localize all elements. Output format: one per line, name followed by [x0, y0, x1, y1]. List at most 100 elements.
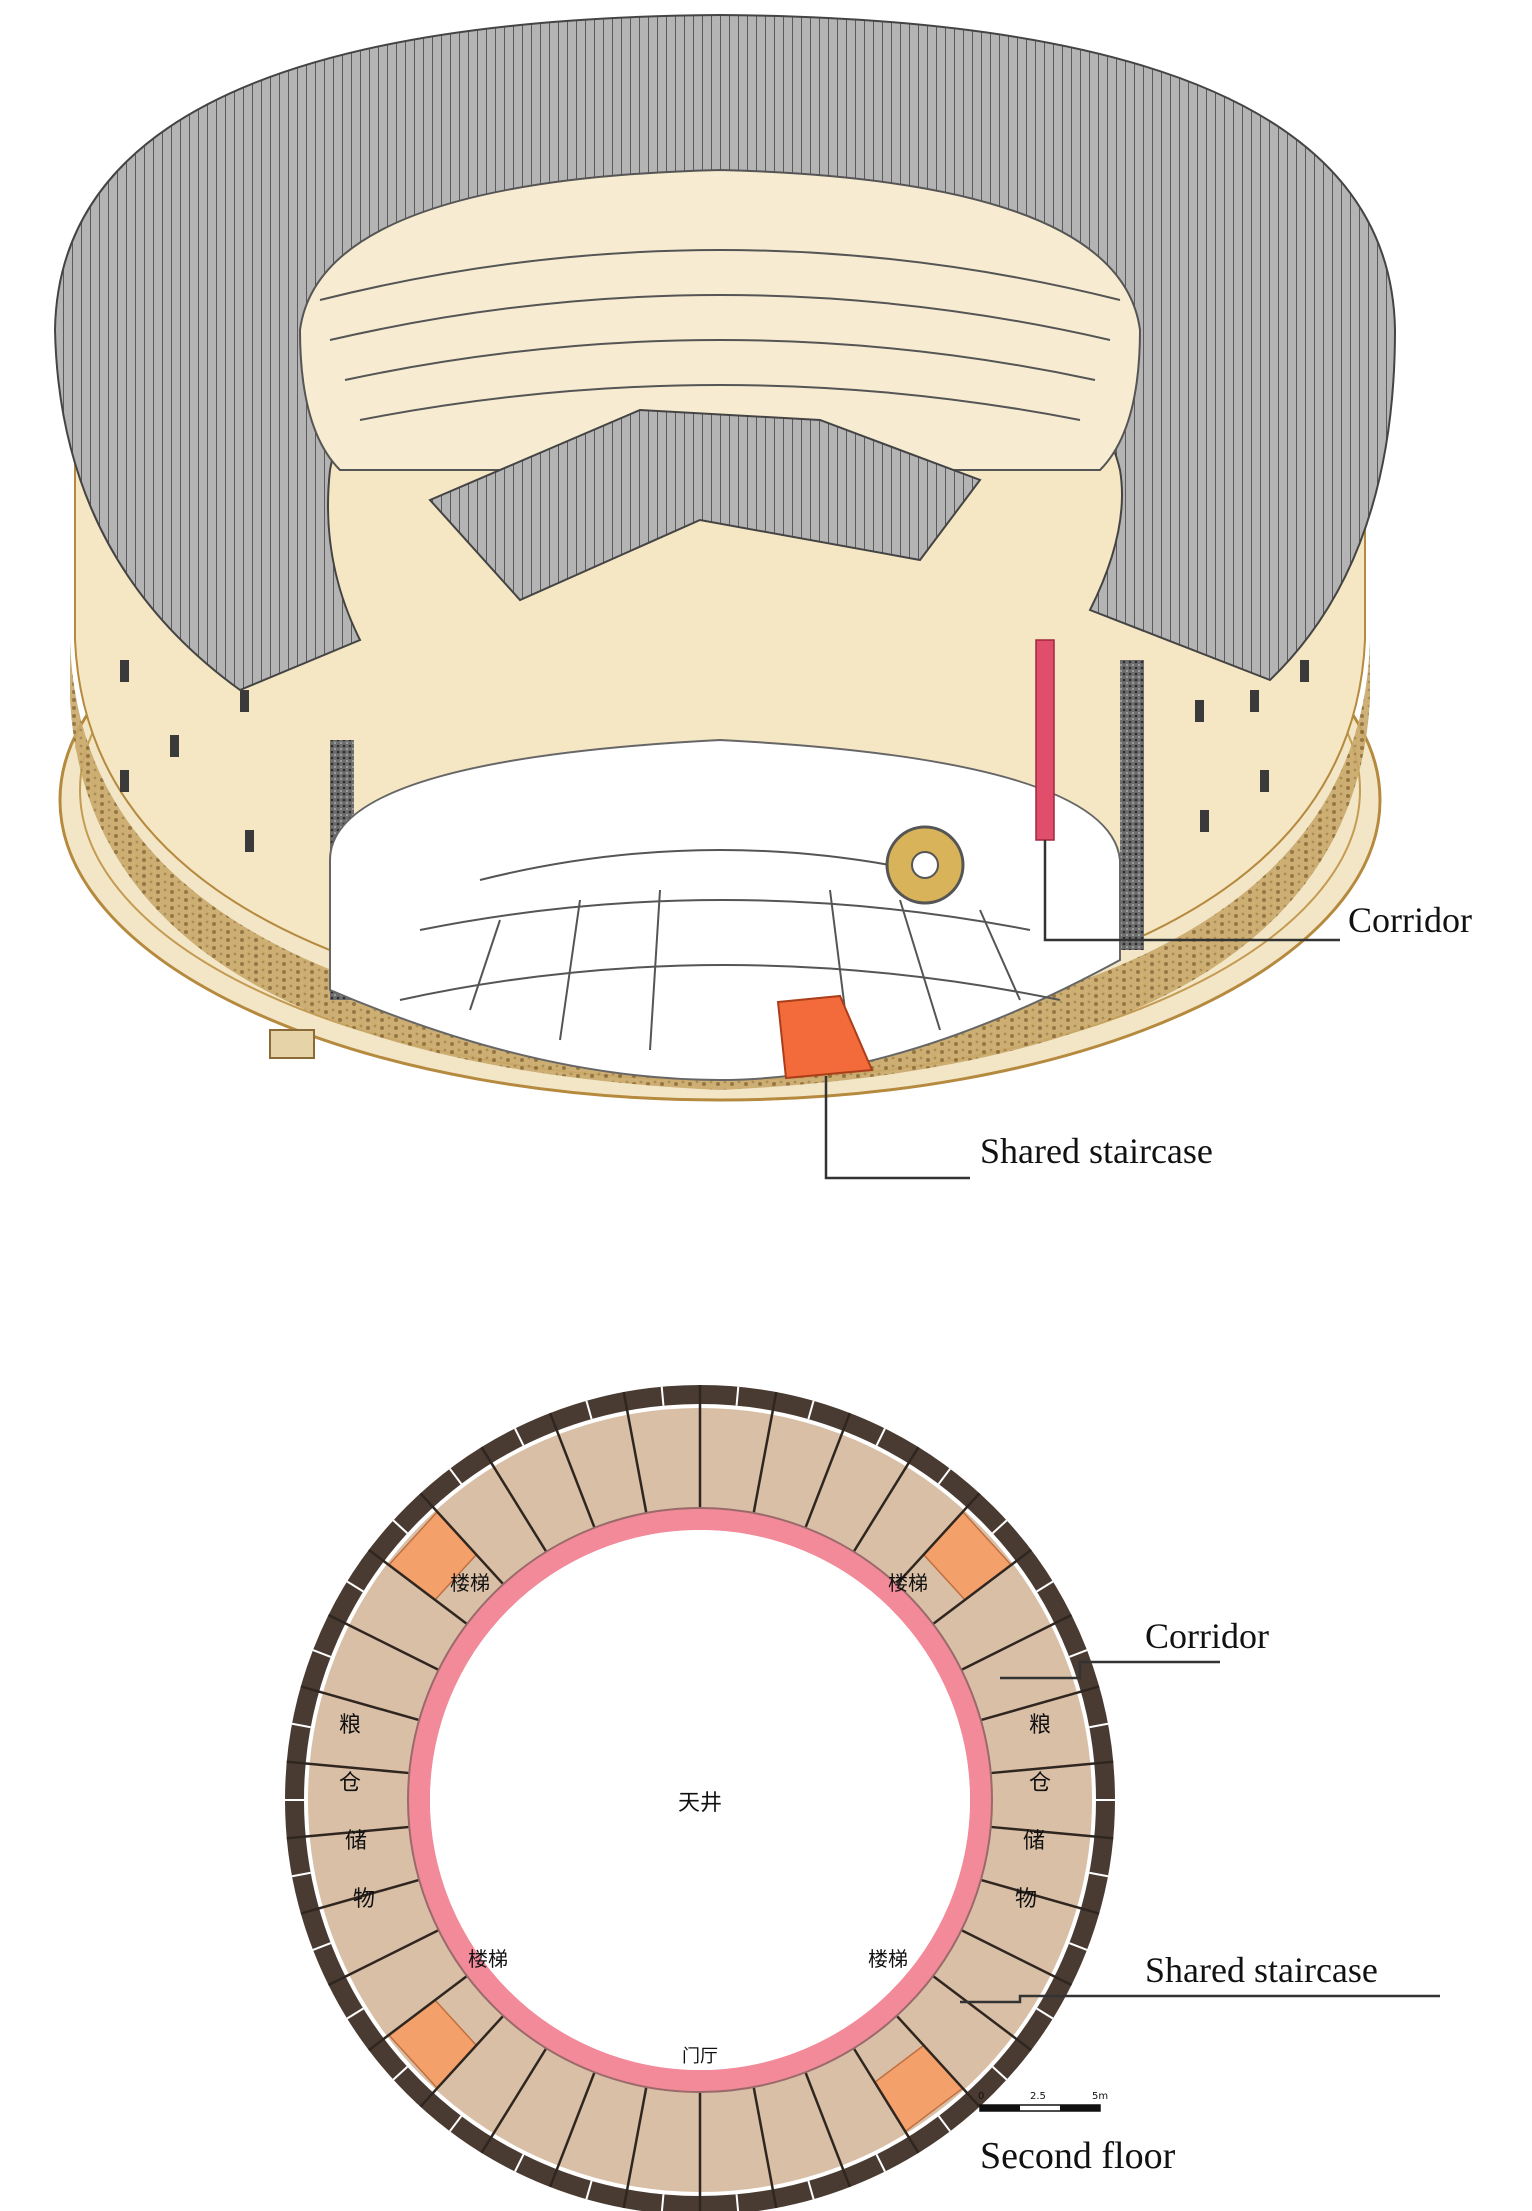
- floor-label: Second floor: [980, 2135, 1176, 2177]
- window-notch: [807, 2180, 815, 2200]
- window-notch: [346, 2007, 364, 2020]
- entrance-text: 门厅: [682, 2046, 718, 2067]
- room-divider: [622, 2086, 648, 2209]
- room-divider: [286, 1760, 410, 1775]
- window-notch: [1036, 1580, 1054, 1593]
- corridor-label-plan: Corridor: [1145, 1616, 1269, 1656]
- staircase-leader-3d: [824, 1076, 970, 1180]
- window-notch: [1068, 1649, 1088, 1658]
- room-divider: [548, 2071, 596, 2188]
- window-notch: [937, 1468, 951, 1485]
- central-hall-roof: [428, 408, 982, 602]
- window-notch: [312, 1942, 332, 1951]
- svg-text:粮: 粮: [339, 1713, 361, 1738]
- svg-text:储: 储: [345, 1829, 367, 1854]
- window-notch: [514, 2154, 525, 2172]
- room-divider: [932, 1974, 1032, 2052]
- svg-text:5m: 5m: [1092, 2091, 1108, 2102]
- courtyard-floor: [329, 738, 1121, 1082]
- window-notch: [991, 1519, 1008, 1534]
- room-divider: [980, 1685, 1100, 1722]
- room-divider: [368, 1548, 468, 1626]
- window-notch: [585, 1400, 593, 1420]
- storage-label-right: 粮 仓 储 物: [1015, 1713, 1051, 1912]
- window-notch: [514, 1428, 525, 1446]
- courtyard: [430, 1530, 970, 2070]
- room-divider: [852, 1446, 920, 1553]
- stair-text-se: 楼梯: [868, 1947, 908, 1971]
- cut-wall-right: [1120, 660, 1144, 950]
- room-divider: [752, 2086, 778, 2209]
- svg-text:物: 物: [353, 1887, 375, 1912]
- window-notch: [1089, 1722, 1109, 1729]
- window-notch: [660, 2194, 665, 2211]
- window-notch: [875, 1428, 886, 1446]
- stair-text-sw: 楼梯: [468, 1947, 508, 1971]
- window-notch: [291, 1871, 311, 1878]
- well-center: [911, 851, 939, 879]
- window-notch: [1089, 1871, 1109, 1878]
- svg-text:储: 储: [1023, 1829, 1045, 1854]
- window-notch: [660, 1386, 665, 1406]
- scale-bar: 0 2.5 5m: [978, 2091, 1108, 2112]
- room-divider: [752, 1391, 778, 1514]
- window-notch: [392, 1519, 409, 1534]
- corridor-leader-plan: [1000, 1660, 1220, 1680]
- tulou-cutaway-illustration: Corridor Shared staircase: [53, 13, 1472, 1180]
- window-notch: [937, 2115, 951, 2132]
- svg-text:粮: 粮: [1029, 1713, 1051, 1738]
- stair-text-nw: 楼梯: [450, 1571, 490, 1595]
- room-divider: [480, 2047, 548, 2154]
- room-divider: [895, 2014, 981, 2108]
- svg-text:仓: 仓: [1029, 1771, 1051, 1796]
- window-notch: [1068, 1942, 1088, 1951]
- svg-text:0: 0: [978, 2091, 984, 2102]
- window-notch: [392, 2066, 409, 2081]
- svg-text:2.5: 2.5: [1030, 2091, 1046, 2102]
- storage-label-left: 粮 仓 储 物: [339, 1713, 375, 1912]
- room-divider: [980, 1878, 1100, 1915]
- staircase-highlight-3d: [776, 994, 874, 1080]
- room-divider: [852, 2047, 920, 2154]
- room-divider: [622, 1391, 648, 1514]
- window-notch: [1036, 2007, 1054, 2020]
- corridor-leader-3d: [1043, 840, 1340, 942]
- room-divider: [960, 1613, 1073, 1671]
- room-divider: [286, 1825, 410, 1840]
- stair-text-ne: 楼梯: [888, 1571, 928, 1595]
- room-divider: [960, 1929, 1073, 1987]
- window-notch: [291, 1722, 311, 1729]
- room-divider: [804, 1412, 852, 1529]
- entrance-steps: [269, 1029, 315, 1059]
- svg-text:物: 物: [1015, 1887, 1037, 1912]
- corridor-ring: [408, 1508, 992, 2092]
- room-divider: [300, 1685, 420, 1722]
- svg-text:仓: 仓: [339, 1771, 361, 1796]
- gallery-rails: [319, 249, 1121, 421]
- window-notch: [449, 2115, 463, 2132]
- corridor-label-3d: Corridor: [1348, 900, 1472, 940]
- room-divider: [327, 1613, 440, 1671]
- room-divider: [419, 1492, 505, 1586]
- room-divider: [327, 1929, 440, 1987]
- window-notch: [875, 2154, 886, 2172]
- window-notch: [312, 1649, 332, 1658]
- corridor-highlight-3d: [1035, 639, 1055, 841]
- outer-wall-windows: [120, 660, 1309, 852]
- window-notch: [991, 2066, 1008, 2081]
- window-notch: [585, 2180, 593, 2200]
- window-notch: [735, 1386, 740, 1406]
- room-divider: [990, 1760, 1114, 1775]
- staircase-label-plan: Shared staircase: [1145, 1950, 1378, 1990]
- window-notch: [346, 1580, 364, 1593]
- upper-galleries: [298, 168, 1142, 471]
- window-notch: [449, 1468, 463, 1485]
- room-divider: [990, 1825, 1114, 1840]
- room-divider: [932, 1548, 1032, 1626]
- room-divider: [419, 2014, 505, 2108]
- ground-floor-rooms: [399, 849, 1061, 1051]
- room-divider: [368, 1974, 468, 2052]
- room-divider: [548, 1412, 596, 1529]
- courtyard-label: 天井: [678, 1791, 722, 1816]
- room-divider: [804, 2071, 852, 2188]
